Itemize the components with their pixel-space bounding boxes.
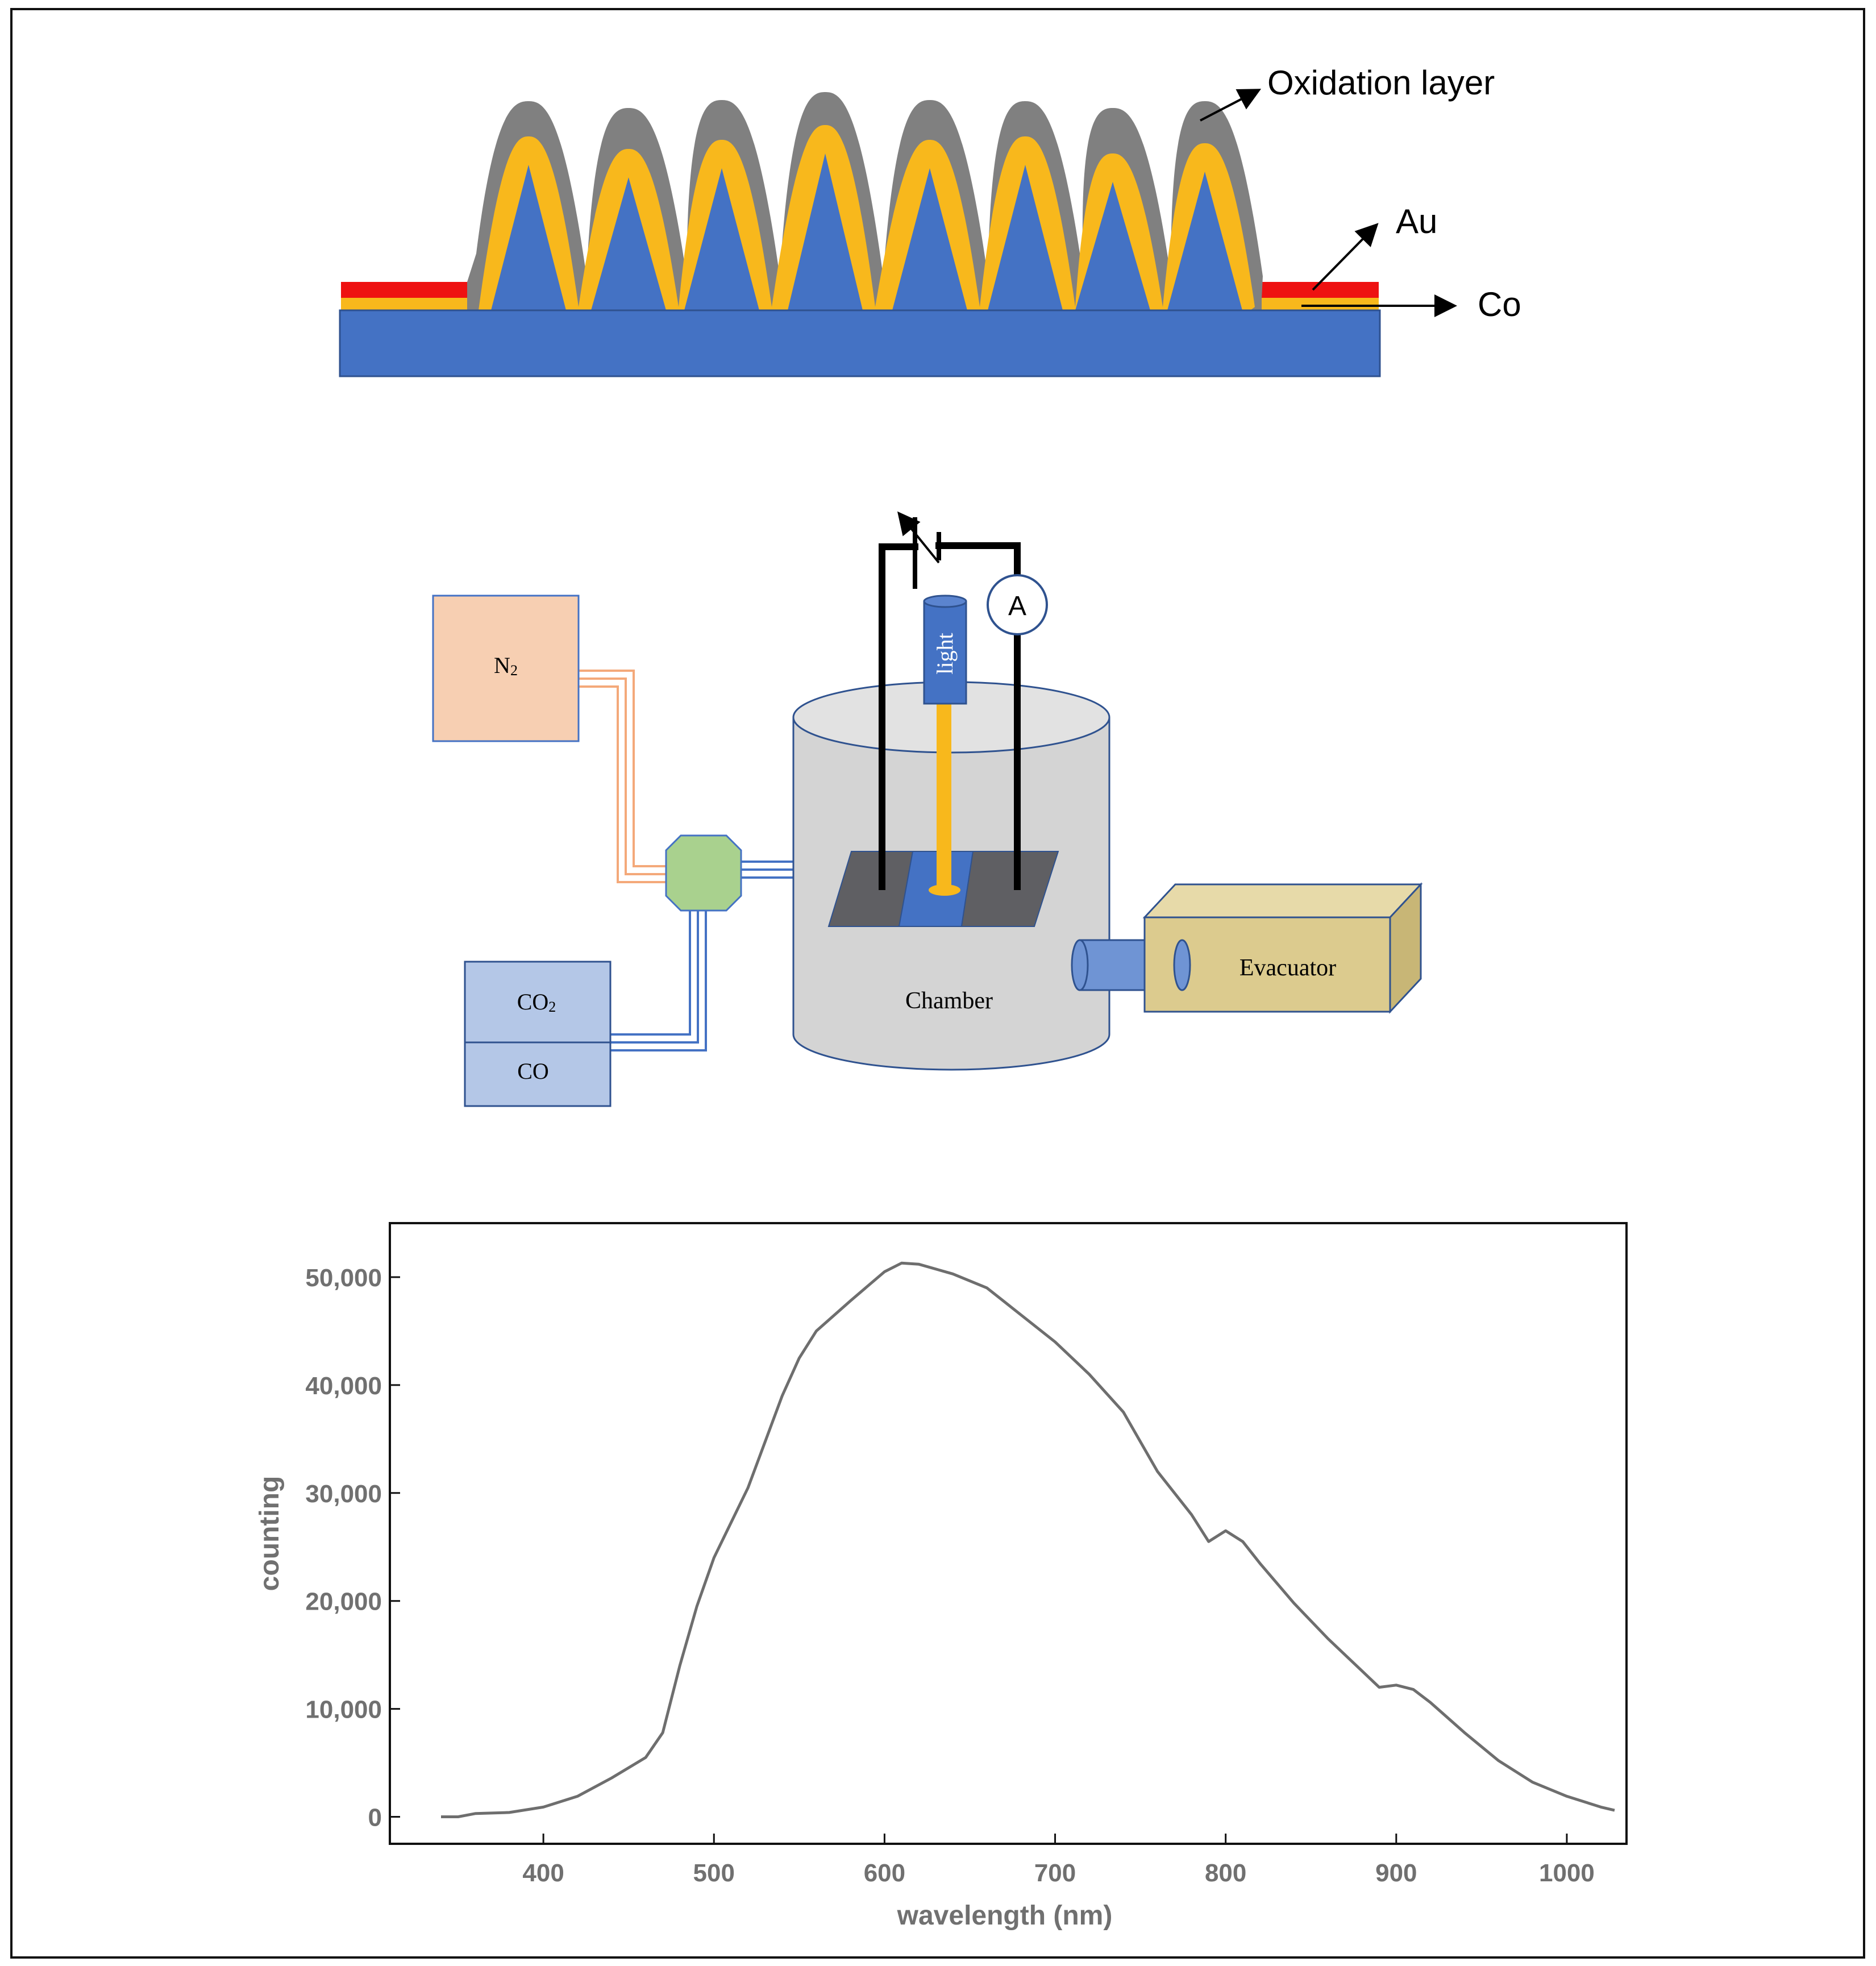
y-tick-label: 10,000 xyxy=(305,1696,382,1724)
n2-cylinder xyxy=(432,595,580,742)
y-tick-label: 30,000 xyxy=(305,1480,382,1508)
x-tick-label: 500 xyxy=(693,1859,735,1887)
setup-panel: N2 CO2 CO Chamber light xyxy=(432,511,1423,1107)
au-corrugated-layer xyxy=(479,125,1255,313)
nanostructure-cones xyxy=(491,153,1242,310)
ammeter-label: A xyxy=(1008,591,1026,621)
light-beam xyxy=(937,704,951,889)
x-tick-label: 800 xyxy=(1205,1859,1246,1887)
ammeter xyxy=(987,574,1048,635)
circuit-wires xyxy=(879,542,1021,890)
y-tick-label: 20,000 xyxy=(305,1588,382,1616)
plot-frame xyxy=(389,1222,1628,1845)
co2-label: CO2 xyxy=(517,989,556,1015)
co-label: Co xyxy=(1478,285,1521,323)
au-pointer-arrow xyxy=(1312,223,1379,291)
layer-structure-panel: Oxidation layer Au Co xyxy=(339,64,1521,377)
y-tick-label: 40,000 xyxy=(305,1372,382,1400)
variable-source-arrow xyxy=(897,511,940,564)
chamber-label: Chamber xyxy=(905,988,993,1014)
co2-cylinder xyxy=(464,961,612,1044)
evacuator-label: Evacuator xyxy=(1239,955,1336,981)
valve-chamber-line xyxy=(739,861,793,879)
n2-gas-line xyxy=(579,670,671,883)
co-label: CO xyxy=(517,1058,549,1084)
co-cylinder xyxy=(464,1041,612,1107)
evacuator-inlet xyxy=(1173,939,1191,991)
evacuator-top xyxy=(1142,883,1423,918)
right-electrode xyxy=(960,851,1059,927)
x-tick-label: 900 xyxy=(1375,1859,1417,1887)
light-source-top xyxy=(923,595,967,608)
y-axis-title: counting xyxy=(255,1476,285,1591)
light-source xyxy=(923,600,967,705)
co-gas-line xyxy=(610,909,707,1051)
y-axis: 0 10,000 20,000 30,000 40,000 50,000 xyxy=(305,1264,400,1832)
y-tick-label: 0 xyxy=(368,1804,382,1832)
n2-label: N2 xyxy=(494,652,518,679)
evacuator-pipe-end xyxy=(1071,939,1089,991)
mixing-valve xyxy=(665,834,742,912)
x-tick-label: 400 xyxy=(522,1859,564,1887)
au-label: Au xyxy=(1396,202,1437,240)
x-tick-label: 1000 xyxy=(1539,1859,1595,1887)
substrate xyxy=(339,309,1381,377)
spectrum-chart: 0 10,000 20,000 30,000 40,000 50,000 400 500 60… xyxy=(255,1222,1628,1931)
x-tick-label: 700 xyxy=(1034,1859,1076,1887)
y-tick-label: 50,000 xyxy=(305,1264,382,1292)
x-axis-title: wavelength (nm) xyxy=(897,1901,1113,1931)
x-tick-label: 600 xyxy=(864,1859,905,1887)
light-label: light xyxy=(932,633,958,674)
light-spot xyxy=(929,884,960,896)
spectrum-series-line xyxy=(441,1261,1615,1818)
oxidation-pointer-arrow xyxy=(1200,89,1262,122)
x-axis: 400 500 600 700 800 900 1000 xyxy=(522,1834,1595,1887)
oxidation-layer-label: Oxidation layer xyxy=(1267,64,1495,102)
